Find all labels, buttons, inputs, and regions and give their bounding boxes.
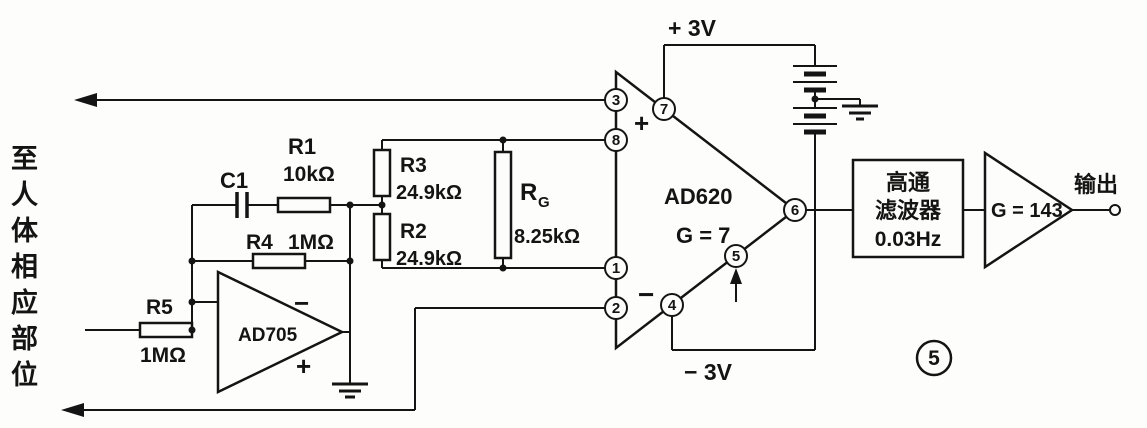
arrow-electrode-top-icon (74, 93, 97, 107)
arrow-electrode-bottom-icon (61, 403, 84, 417)
inamp-ad620-label: AD620 (664, 184, 732, 209)
pin-4-number: 4 (668, 297, 677, 314)
resistor-r5-body (138, 321, 194, 339)
pin-8-number: 8 (612, 132, 620, 149)
body-connection-label: 至人体相应部位 (7, 144, 37, 396)
pin-7-number: 7 (660, 101, 668, 118)
pin-2-number: 2 (612, 300, 620, 317)
filter-label-line2: 滤波器 (875, 198, 942, 223)
ground-ad705-icon (332, 382, 368, 399)
inamp-ad620-plus: + (634, 108, 649, 138)
inamp-pins (604, 88, 807, 320)
output-amp-gain: G = 143 (991, 200, 1063, 222)
pin-7-circle (652, 97, 676, 121)
arrow-pin5-icon (730, 268, 742, 284)
resistor-r4-body (251, 252, 307, 270)
opamp-ad705-plus: + (296, 351, 311, 381)
inamp-pin-numbers: 3 8 1 2 7 4 5 6 (612, 92, 799, 317)
label-r4-value: 1MΩ (288, 231, 334, 254)
label-rg: R (520, 179, 537, 206)
pin-3-number: 3 (612, 92, 620, 109)
wires (82, 44, 1110, 411)
inamp-ad620-minus: − (638, 279, 654, 310)
pin-1-number: 1 (612, 260, 620, 277)
battery-icon (793, 65, 837, 135)
label-rg-subscript: G (538, 194, 550, 211)
label-r1: R1 (288, 134, 316, 159)
opamp-ad705-triangle (216, 270, 345, 394)
pin-8-circle (604, 128, 628, 152)
pin-5-number: 5 (732, 248, 740, 265)
pin-5-circle (724, 244, 748, 268)
output-label: 输出 (1074, 172, 1118, 197)
filter-label-line3: 0.03Hz (875, 228, 942, 251)
label-r4: R4 (246, 231, 273, 254)
resistor-bodies (138, 148, 513, 339)
arrowheads (61, 93, 742, 417)
pin-1-circle (604, 256, 628, 280)
opamp-ad705-label: AD705 (238, 325, 298, 346)
figure-number: 5 (928, 347, 940, 370)
pin-6-circle (783, 198, 807, 222)
label-r2-value: 24.9kΩ (396, 248, 462, 270)
junction-dots (188, 95, 819, 334)
output-amp-triangle (983, 150, 1075, 270)
label-r3-value: 24.9kΩ (396, 182, 462, 204)
resistor-r2-body (372, 212, 392, 262)
supply-negative-label: − 3V (684, 359, 733, 385)
inamp-ad620-gain: G = 7 (676, 223, 730, 248)
label-r1-value: 10kΩ (283, 163, 335, 186)
resistor-r1-body (276, 196, 332, 214)
supply-positive-label: + 3V (668, 15, 717, 41)
figure-number-circle (915, 339, 953, 377)
filter-box (851, 158, 965, 259)
capacitor-c1-icon (235, 192, 249, 218)
output-terminal-icon (1109, 204, 1121, 216)
label-r2: R2 (400, 220, 427, 243)
pin-4-circle (660, 293, 684, 317)
filter-label-line1: 高通 (886, 170, 930, 195)
pin-6-number: 6 (791, 202, 799, 219)
resistor-r3-body (372, 148, 392, 198)
label-c1: C1 (220, 168, 248, 193)
label-r5-value: 1MΩ (140, 344, 186, 367)
label-rg-value: 8.25kΩ (514, 226, 580, 248)
pin-3-circle (604, 88, 628, 112)
inamp-ad620-triangle (614, 69, 798, 351)
ground-battery-icon (842, 104, 878, 121)
resistor-rg-body (493, 150, 513, 260)
opamp-ad705-minus: − (294, 288, 309, 318)
label-r5: R5 (146, 296, 173, 319)
label-r3: R3 (400, 154, 427, 177)
pin-2-circle (604, 296, 628, 320)
